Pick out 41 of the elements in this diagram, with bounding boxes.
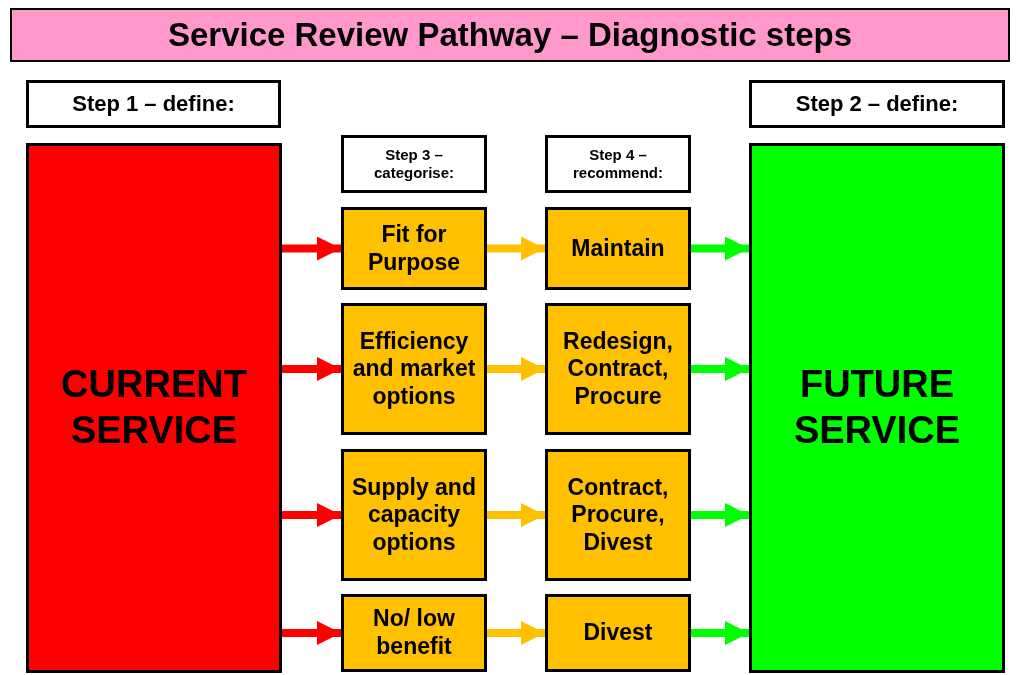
header-box [26,80,281,128]
node-text: Step 4 – recommend: [572,146,664,182]
arrow [282,503,341,527]
header-box [341,135,487,193]
recommendation-box [545,207,691,290]
arrow [487,236,545,261]
arrow [487,357,545,381]
arrow [282,236,341,261]
node-text: Divest [583,619,653,647]
recommendation-box [545,594,691,672]
arrow [282,621,341,645]
category-box [341,594,487,672]
category-box [341,449,487,581]
arrow [487,621,545,645]
recommendation-box [545,303,691,435]
node-text: Contract, Procure, Divest [566,473,670,557]
arrow [282,357,341,381]
arrow [691,503,749,527]
node-text: Step 1 – define: [72,90,235,118]
header-box [749,80,1005,128]
arrow [487,503,545,527]
node-text: Redesign, Contract, Procure [562,327,674,411]
node-text: No/ low benefit [372,605,456,661]
arrow [691,236,749,261]
header-box [545,135,691,193]
node-text: Step 2 – define: [795,90,959,118]
title-text: Service Review Pathway – Diagnostic steps [167,16,853,54]
arrow [691,621,749,645]
category-box [341,207,487,290]
category-box [341,303,487,435]
node-text: Maintain [571,234,665,263]
node-text: CURRENT SERVICE [60,362,248,453]
node-text: Efficiency and market options [352,327,476,411]
arrow [691,357,749,381]
node-text: Supply and capacity options [352,473,476,557]
recommendation-box [545,449,691,581]
service-block [26,143,282,673]
node-text: FUTURE SERVICE [792,362,962,453]
node-text: Fit for Purpose [367,220,461,277]
node-text: Step 3 – categorise: [372,146,455,182]
service-block [749,143,1005,673]
